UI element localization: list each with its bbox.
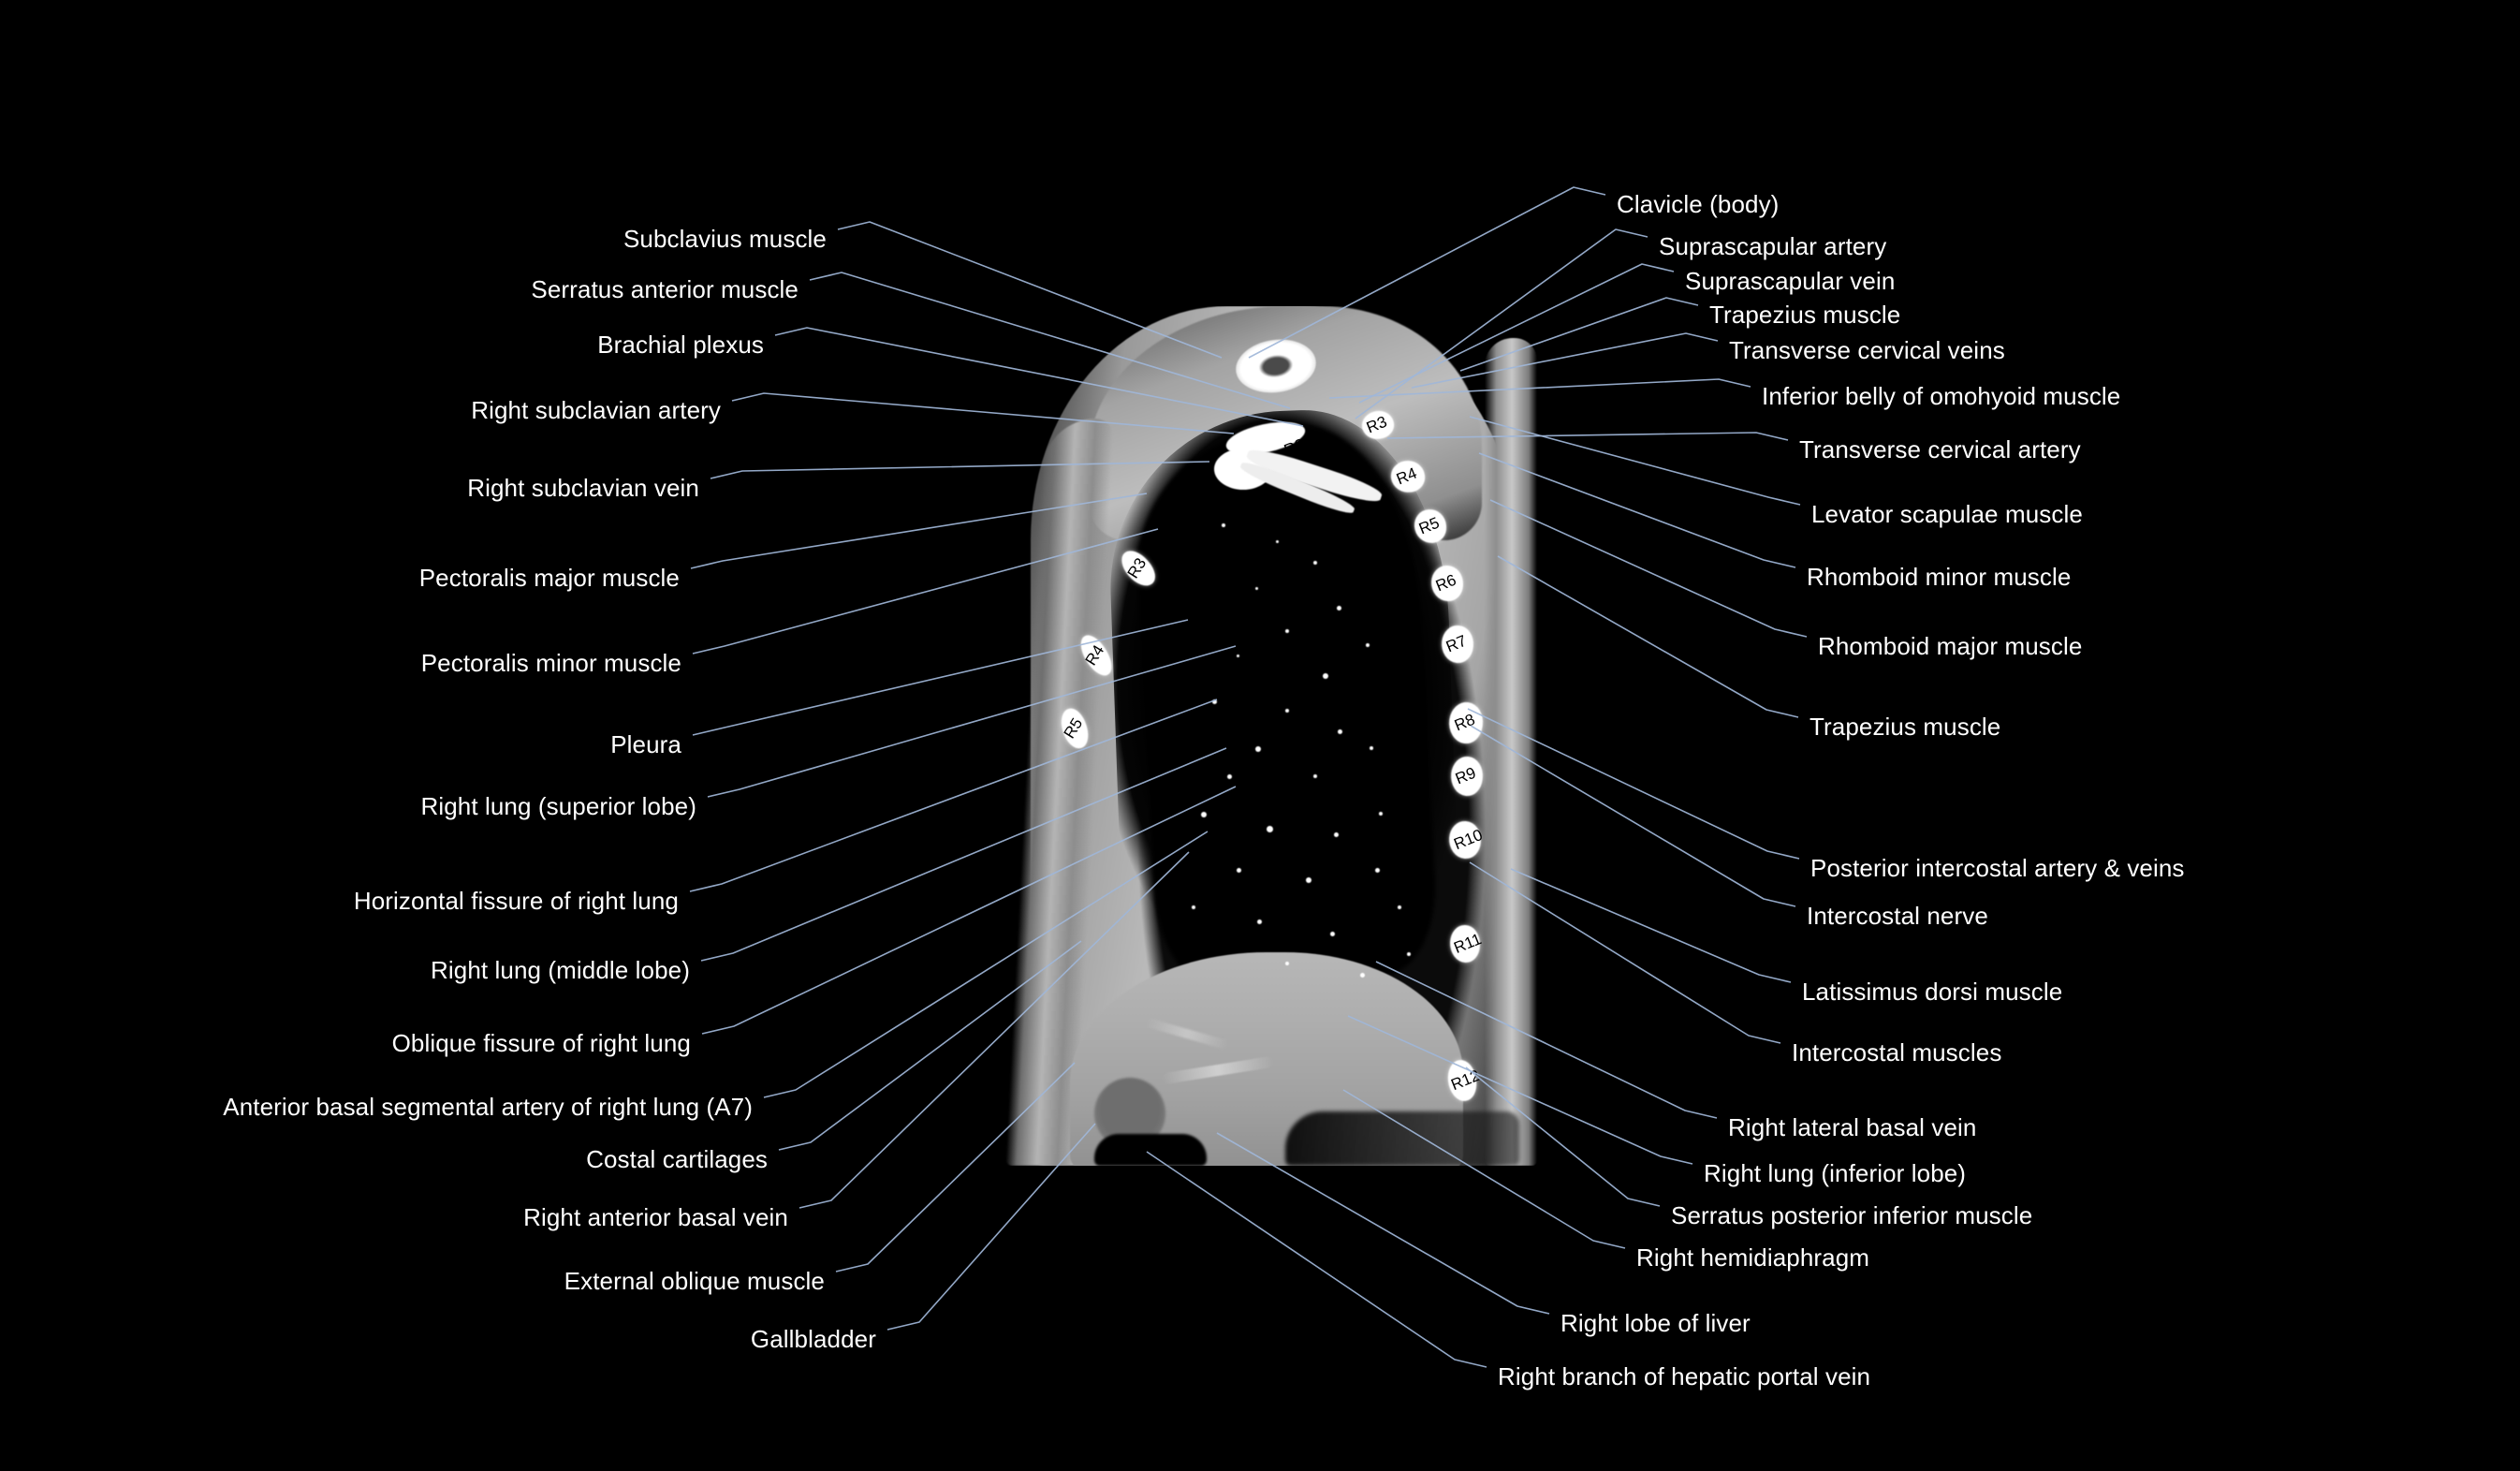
bowel-gas [1094, 1134, 1207, 1166]
vessel-speckle [1313, 774, 1317, 778]
anatomy-label: Serratus anterior muscle [531, 275, 798, 303]
anatomy-label: Right branch of hepatic portal vein [1498, 1362, 1871, 1390]
anatomy-label: Serratus posterior inferior muscle [1671, 1201, 2033, 1229]
vessel-speckle [1276, 540, 1279, 543]
anatomy-label: Gallbladder [750, 1325, 876, 1353]
anatomy-label: Pleura [610, 730, 681, 758]
vessel-speckle [1285, 709, 1289, 713]
vessel-speckle [1338, 729, 1342, 734]
anatomy-label: Rhomboid minor muscle [1807, 563, 2072, 591]
anatomy-label: Pectoralis major muscle [418, 564, 680, 592]
anatomy-label: Right lobe of liver [1560, 1309, 1751, 1337]
anatomy-label: Transverse cervical artery [1799, 435, 2081, 463]
vessel-speckle [1306, 877, 1311, 883]
anatomy-label: Right lung (middle lobe) [431, 956, 690, 984]
vessel-speckle [1375, 868, 1380, 873]
anatomy-label: Suprascapular vein [1685, 267, 1896, 295]
anatomy-label: Right lateral basal vein [1728, 1113, 1977, 1141]
anatomy-label: Right subclavian artery [471, 396, 721, 424]
lung-field-core [1130, 420, 1441, 988]
posterior-wall [1485, 338, 1537, 1166]
vessel-speckle [1407, 952, 1411, 956]
leader-line [1146, 1151, 1487, 1368]
vessel-speckle [1323, 673, 1328, 679]
anatomy-label: Rhomboid major muscle [1818, 632, 2083, 660]
vessel-speckle [1334, 832, 1339, 837]
anatomy-label: Suprascapular artery [1659, 232, 1887, 260]
vessel-speckle [1201, 812, 1207, 817]
anatomy-label: Oblique fissure of right lung [391, 1029, 691, 1057]
anatomy-label: Inferior belly of omohyoid muscle [1762, 382, 2121, 410]
anatomy-label: Right anterior basal vein [523, 1203, 788, 1231]
vessel-speckle [1360, 973, 1365, 978]
vessel-speckle [1267, 826, 1273, 832]
vessel-speckle [1237, 655, 1239, 657]
costophrenic-recess [1285, 1111, 1519, 1166]
anatomy-label: Clavicle (body) [1617, 190, 1780, 218]
vessel-speckle [1330, 932, 1335, 936]
anatomy-label: Levator scapulae muscle [1811, 500, 2083, 528]
vessel-speckle [1257, 919, 1262, 924]
leader-line [1497, 555, 1799, 718]
vessel-speckle [1237, 868, 1241, 873]
vessel-speckle [1255, 587, 1258, 590]
anatomy-label: Right subclavian vein [467, 474, 699, 502]
anatomy-label: Latissimus dorsi muscle [1802, 978, 2063, 1006]
anatomy-label: Posterior intercostal artery & veins [1810, 854, 2185, 882]
anatomy-label: Intercostal muscles [1792, 1038, 2002, 1066]
vessel-speckle [1370, 746, 1373, 750]
vessel-speckle [1212, 699, 1217, 704]
anatomy-label: Subclavius muscle [623, 225, 827, 253]
anatomy-label: Right lung (inferior lobe) [1704, 1159, 1967, 1187]
vessel-speckle [1222, 523, 1225, 527]
vessel-speckle [1379, 812, 1383, 816]
vessel-speckle [1192, 905, 1195, 909]
vessel-speckle [1255, 746, 1261, 752]
vessel-speckle [1285, 629, 1289, 633]
vessel-speckle [1227, 774, 1232, 779]
anatomy-label: External oblique muscle [564, 1267, 825, 1295]
anatomy-label: Costal cartilages [586, 1145, 768, 1173]
leader-line [1510, 868, 1792, 983]
vessel-speckle [1313, 561, 1317, 565]
anatomy-label: Intercostal nerve [1807, 902, 1988, 930]
vessel-speckle [1285, 962, 1289, 965]
anatomy-label: Trapezius muscle [1709, 301, 1901, 329]
anatomy-label: Anterior basal segmental artery of right… [223, 1093, 753, 1121]
vessel-speckle [1398, 905, 1401, 909]
anatomy-label: Transverse cervical veins [1729, 336, 2005, 364]
anatomy-label: Brachial plexus [597, 331, 764, 359]
anatomy-label: Right lung (superior lobe) [420, 792, 696, 820]
vessel-speckle [1337, 606, 1341, 610]
anatomy-label: Pectoralis minor muscle [420, 649, 681, 677]
anatomy-label: Right hemidiaphragm [1636, 1243, 1870, 1272]
anatomy-label: Trapezius muscle [1809, 713, 2001, 741]
anatomy-label: Horizontal fissure of right lung [353, 887, 679, 915]
vessel-speckle [1366, 643, 1370, 647]
